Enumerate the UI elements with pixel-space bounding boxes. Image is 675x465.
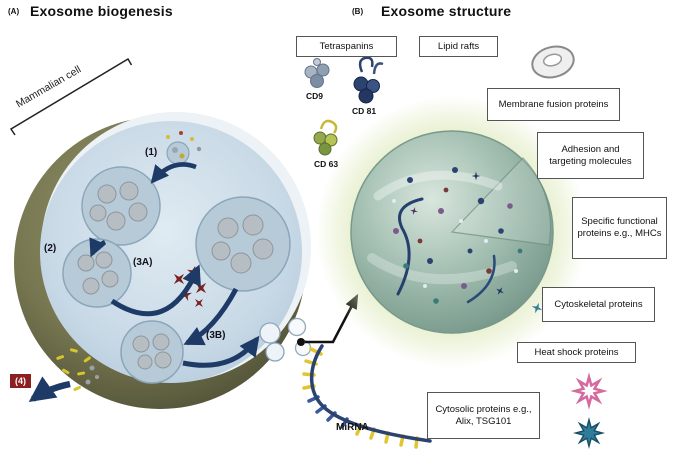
step-label-4: (4) — [10, 374, 31, 388]
panel-b-title: Exosome structure — [381, 3, 512, 19]
mirna-strand-icon — [302, 344, 432, 449]
box-specific-functional-proteins: Specific functional proteins e.g., MHCs — [572, 197, 667, 259]
panel-b-tag: (B) — [352, 7, 364, 16]
box-membrane-fusion-proteins: Membrane fusion proteins — [487, 88, 620, 121]
step-label-3a: (3A) — [133, 257, 153, 268]
box-adhesion-targeting-molecules: Adhesion and targeting molecules — [537, 132, 644, 179]
multivesicular-body-1 — [81, 166, 161, 246]
early-endosome — [62, 238, 132, 308]
box-tetraspanins: Tetraspanins — [296, 36, 397, 57]
cd9-label: CD9 — [306, 91, 324, 101]
exosome-protein-specks — [392, 167, 545, 316]
multivesicular-body-2 — [195, 196, 291, 292]
box-lipid-rafts: Lipid rafts — [419, 36, 498, 57]
panel-a-tag: (A) — [8, 7, 20, 16]
endocytic-vesicle — [166, 131, 202, 165]
cell-bracket — [9, 57, 133, 136]
cd81-icon — [353, 56, 384, 104]
cd63-label: CD 63 — [314, 159, 339, 169]
box-cytosolic-proteins: Cytosolic proteins e.g., Alix, TSG101 — [427, 392, 540, 439]
exosome-illustration — [316, 96, 588, 368]
step-label-2: (2) — [44, 243, 57, 254]
box-heat-shock-proteins: Heat shock proteins — [517, 342, 636, 363]
box-cytoskeletal-proteins: Cytoskeletal proteins — [542, 287, 655, 322]
cd9-icon — [304, 58, 330, 88]
cd63-icon — [313, 119, 338, 156]
multivesicular-body-3 — [120, 320, 184, 384]
mirna-label: MiRNA — [336, 422, 369, 433]
pathway-arrows — [28, 162, 260, 403]
lipid-raft-icon — [531, 45, 575, 79]
panel-a-title: Exosome biogenesis — [30, 3, 173, 19]
cd81-label: CD 81 — [352, 106, 377, 116]
heat-shock-protein-icon — [573, 375, 605, 407]
cytosolic-protein-star-icon — [574, 418, 604, 448]
step-label-1: (1) — [145, 147, 158, 158]
step-label-3b: (3B) — [206, 330, 226, 341]
